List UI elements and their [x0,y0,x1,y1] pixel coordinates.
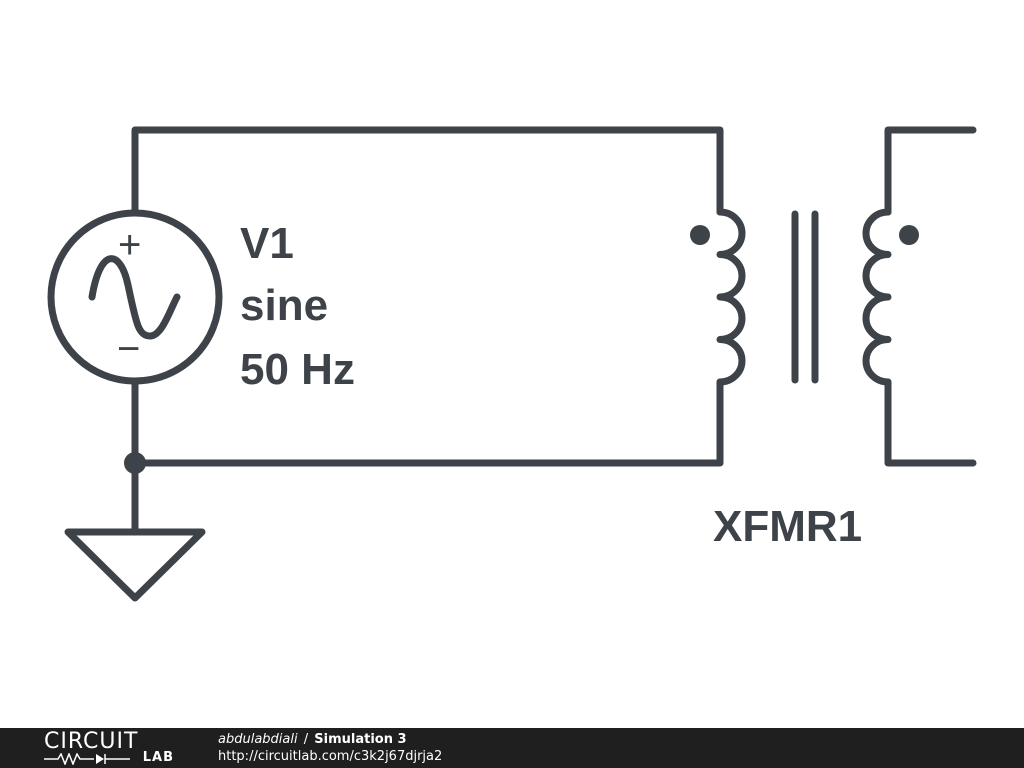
secondary-bottom-lead [884,378,977,467]
schematic-canvas: + − V1 sine 50 Hz XFMR1 [47,126,977,602]
source-designator: V1 [240,219,294,268]
primary-polarity-dot [690,225,710,245]
source-body [47,209,223,385]
primary-winding [716,208,746,386]
transformer-xfmr1[interactable] [690,126,977,467]
resistor-diode-icon [44,753,130,765]
credit-block: abdulabdiali / Simulation 3 http://circu… [218,731,442,765]
source-waveform: sine [240,281,328,330]
circuitlab-logo[interactable]: CIRCUIT LAB [44,729,174,765]
source-frequency: 50 Hz [240,345,355,394]
top-wire [131,126,724,217]
footer-bar: CIRCUIT LAB abdulabdiali / Simulation 3 … [0,728,1024,768]
secondary-winding [862,208,892,386]
sine-wave-icon [88,255,181,340]
logo-text-lab: LAB [142,750,174,765]
simulation-title[interactable]: Simulation 3 [314,732,407,747]
credit-separator: / [303,732,309,747]
voltage-source-v1[interactable]: + − [47,209,223,385]
ground-symbol [64,528,206,602]
junction-dot [124,452,146,474]
bottom-wire [131,377,724,467]
logo-text-circuit: CIRCUIT [44,729,139,754]
secondary-polarity-dot [899,225,919,245]
circuit-url-link[interactable]: http://circuitlab.com/c3k2j67djrja2 [218,749,443,764]
secondary-top-lead [884,126,977,216]
author-link[interactable]: abdulabdiali [218,732,298,747]
plus-sign: + [118,223,141,267]
minus-sign: − [117,327,140,371]
transformer-designator: XFMR1 [713,502,862,551]
